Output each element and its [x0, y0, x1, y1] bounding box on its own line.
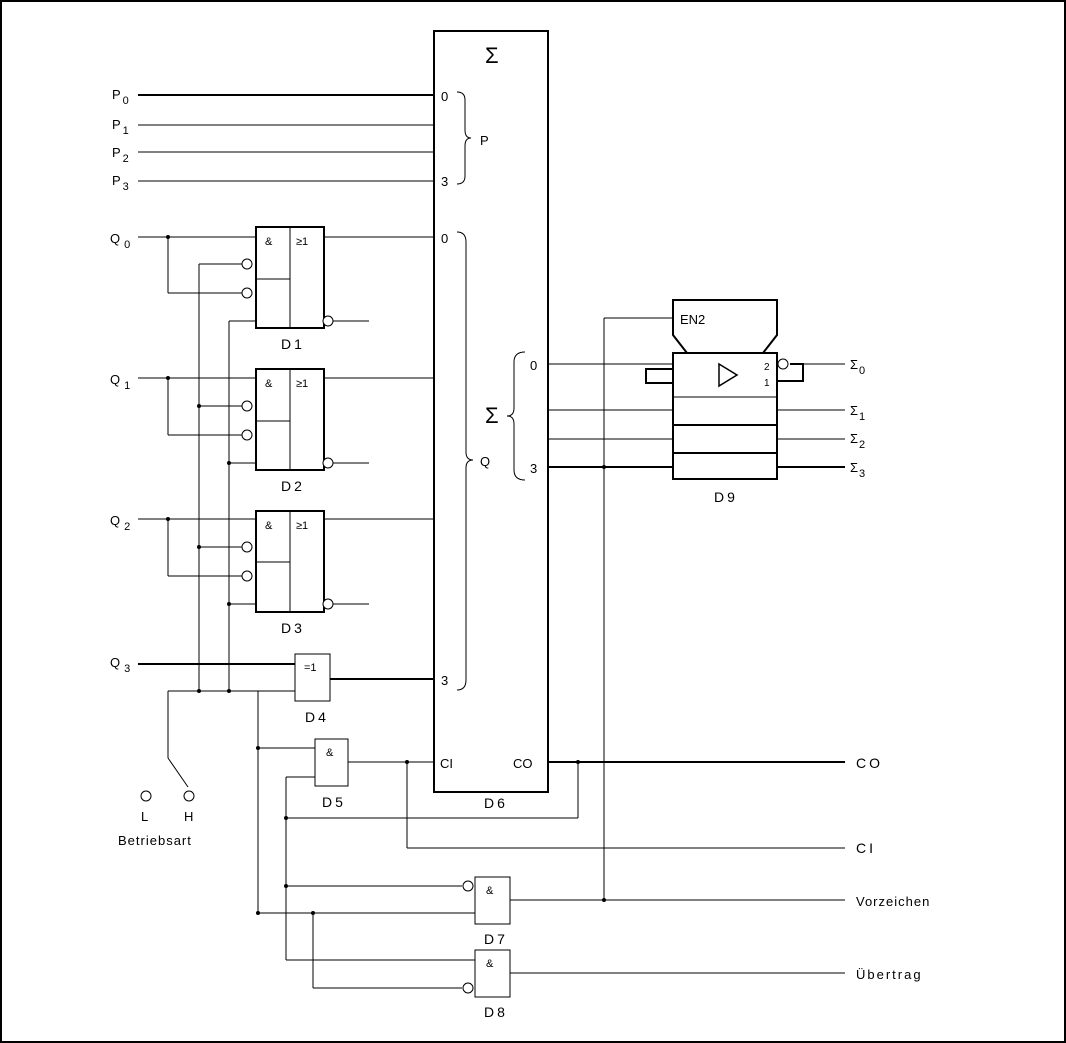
d1-and-symbol: &: [265, 236, 273, 248]
d1-label: D1: [281, 336, 305, 352]
adder-sigma: Σ: [485, 43, 499, 68]
brace-q: [456, 231, 474, 691]
d8-label: D8: [484, 1004, 508, 1020]
d4-xor-symbol: =1: [304, 662, 317, 674]
d5-label: D5: [322, 794, 346, 810]
output-sigma3: Σ3: [850, 460, 865, 480]
d9-box: [672, 352, 778, 480]
adder-pin-p3: 3: [441, 174, 448, 189]
output-labels: Σ0 Σ1 Σ2 Σ3 CO CI Vorzeichen Übertrag: [850, 357, 930, 982]
adder-pin-s0: 0: [530, 358, 537, 373]
d3-or-symbol: ≥1: [296, 520, 308, 532]
brace-p: [456, 91, 472, 185]
d8-and-symbol: &: [486, 958, 494, 970]
d7-label: D7: [484, 931, 508, 947]
d2-inverter-in-b: [241, 429, 253, 441]
gate-d8-and: & D8: [462, 949, 511, 1020]
brace-sum: [506, 351, 526, 481]
adder-pin-s3: 3: [530, 461, 537, 476]
adder-name: D6: [484, 795, 508, 811]
gate-block-d1: & ≥1 D1: [241, 226, 334, 352]
d2-label: D2: [281, 478, 305, 494]
adder-group-q: Q: [480, 454, 490, 469]
d1-inverter-in-b: [241, 287, 253, 299]
d2-and-symbol: &: [265, 378, 273, 390]
d3-inverter-in-b: [241, 570, 253, 582]
signal-co: CO: [856, 755, 883, 771]
d7-and-symbol: &: [486, 885, 494, 897]
d9-inverter-out: [777, 358, 789, 370]
signal-ci: CI: [856, 840, 876, 856]
output-sigma2: Σ2: [850, 431, 865, 451]
d2-inverter-in-a: [241, 400, 253, 412]
buffer-triangle-icon: [718, 362, 739, 388]
mode-low-contact: [140, 790, 152, 802]
mode-label: Betriebsart: [118, 833, 192, 848]
d9-pin-two: 2: [764, 362, 770, 373]
junction-dots: [166, 235, 606, 915]
d1-inverter-in-a: [241, 258, 253, 270]
d9-label: D9: [714, 489, 738, 505]
d1-inverter-out: [322, 315, 334, 327]
d9-enable-label: EN2: [680, 312, 705, 327]
mode-switch: L H Betriebsart: [118, 790, 195, 848]
d3-and-symbol: &: [265, 520, 273, 532]
d2-inverter-out: [322, 457, 334, 469]
driver-d9: EN2 2 1 D9: [672, 299, 789, 505]
adder-sum-sigma: Σ: [485, 403, 499, 428]
gate-block-d2: & ≥1 D2: [241, 368, 334, 494]
mode-high-contact: [183, 790, 195, 802]
gate-d7-and: & D7: [462, 876, 511, 947]
adder-d6: Σ 0 3 P 0 3 Q Σ 0 3 CI CO D6: [433, 30, 549, 811]
d2-or-symbol: ≥1: [296, 378, 308, 390]
d4-label: D4: [305, 709, 329, 725]
d5-and-symbol: &: [326, 747, 334, 759]
wires: [138, 94, 845, 989]
adder-carry-out: CO: [513, 756, 533, 771]
output-sigma0: Σ0: [850, 357, 865, 377]
adder-pin-p0: 0: [441, 89, 448, 104]
adder-pin-q3: 3: [441, 673, 448, 688]
d1-or-symbol: ≥1: [296, 236, 308, 248]
signal-sign: Vorzeichen: [856, 894, 930, 909]
d3-inverter-in-a: [241, 541, 253, 553]
adder-pin-q0: 0: [441, 231, 448, 246]
output-sigma1: Σ1: [850, 403, 865, 423]
gate-d4-xor: =1 D4: [294, 653, 331, 725]
d7-inverter-in: [462, 880, 474, 892]
adder-carry-in: CI: [440, 756, 453, 771]
mode-high-label: H: [184, 809, 193, 824]
mode-low-label: L: [141, 809, 148, 824]
gate-d5-and: & D5: [314, 738, 349, 810]
gate-block-d3: & ≥1 D3: [241, 510, 334, 636]
d3-label: D3: [281, 620, 305, 636]
adder-box: [433, 30, 549, 793]
adder-group-p: P: [480, 133, 489, 148]
signal-carry: Übertrag: [856, 967, 923, 982]
d9-pin-one: 1: [764, 378, 770, 389]
d3-inverter-out: [322, 598, 334, 610]
d8-inverter-in: [462, 982, 474, 994]
